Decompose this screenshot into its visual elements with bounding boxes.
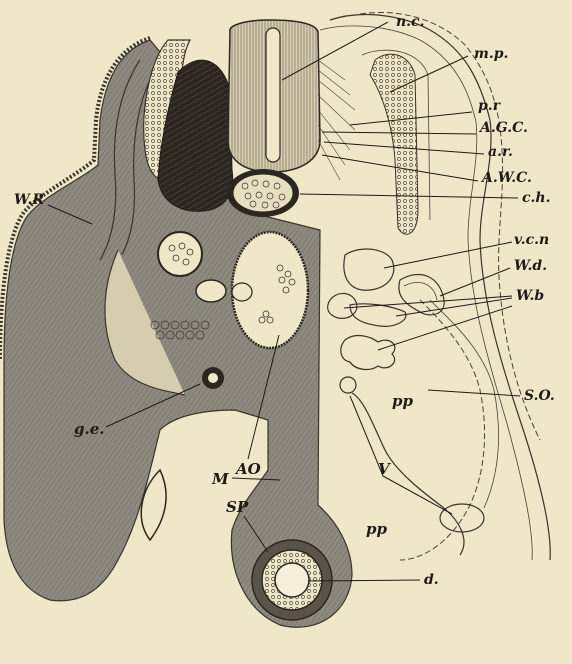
intestine-section — [252, 540, 332, 620]
label-mp: m.p. — [474, 46, 508, 62]
label-agc: A.G.C. — [478, 120, 528, 136]
label-m: M — [211, 470, 229, 488]
label-pr: p.r — [478, 98, 502, 114]
label-pp-upper: pp — [392, 392, 413, 410]
label-ar: a.r. — [488, 144, 513, 160]
neural-canal — [266, 28, 280, 162]
notochord — [227, 169, 299, 217]
label-wd: W.d. — [514, 258, 547, 274]
label-sp: SP — [226, 498, 249, 516]
label-ao: AO — [234, 460, 261, 478]
label-wb: W.b — [516, 288, 544, 304]
label-pp-lower: pp — [366, 520, 387, 538]
label-nc: n.c. — [396, 14, 424, 30]
label-ch: c.h. — [522, 190, 550, 206]
spinal-cord — [228, 20, 320, 172]
label-ge: g.e. — [74, 420, 104, 438]
label-vcn: v.c.n — [514, 232, 549, 248]
label-d: d. — [424, 572, 439, 588]
label-wr: W.R — [14, 192, 44, 208]
label-so: S.O. — [524, 388, 555, 404]
label-awc: A.W.C. — [480, 170, 532, 186]
right-half-outline — [318, 12, 550, 560]
label-v: V — [378, 460, 391, 478]
